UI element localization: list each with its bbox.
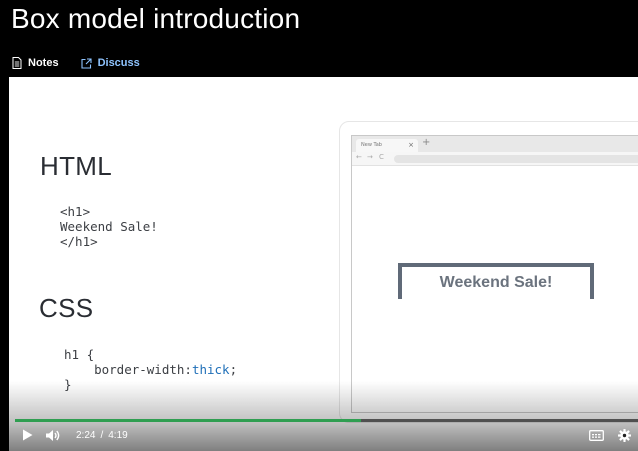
external-link-icon xyxy=(81,57,93,69)
reload-icon: C xyxy=(379,153,384,161)
code-keyword: thick xyxy=(191,362,230,377)
time-display: 2:24 / 4:19 xyxy=(76,424,128,446)
tab-notes-label: Notes xyxy=(28,57,59,69)
tab-discuss-label: Discuss xyxy=(97,57,140,69)
code-line: h1 { xyxy=(64,347,95,362)
address-bar xyxy=(394,155,638,163)
css-heading: CSS xyxy=(39,293,94,323)
html-code: <h1> Weekend Sale! </h1> xyxy=(60,204,158,249)
browser-tab-label: New Tab xyxy=(361,142,382,148)
captions-button[interactable] xyxy=(587,424,605,446)
lesson-tabs: Notes Discuss xyxy=(11,55,162,71)
code-line: <h1> xyxy=(60,204,91,219)
plus-icon: + xyxy=(422,137,431,148)
html-heading: HTML xyxy=(40,151,112,181)
rendered-h1-box: Weekend Sale! xyxy=(398,263,594,299)
volume-button[interactable] xyxy=(43,424,63,446)
current-time: 2:24 xyxy=(76,429,96,441)
time-separator: / xyxy=(100,429,104,441)
browser-tabbar: New Tab × + xyxy=(352,136,638,152)
code-line: border-width: xyxy=(64,362,192,377)
forward-arrow-icon: → xyxy=(367,153,373,161)
rendered-h1-text: Weekend Sale! xyxy=(439,274,553,291)
control-bar: 2:24 / 4:19 xyxy=(9,424,638,446)
progress-bar[interactable] xyxy=(15,419,638,422)
code-line: Weekend Sale! xyxy=(60,219,158,234)
play-icon xyxy=(22,429,33,441)
progress-fill xyxy=(15,419,362,422)
code-line: </h1> xyxy=(60,234,98,249)
captions-icon xyxy=(588,429,604,441)
back-arrow-icon: ← xyxy=(356,153,362,161)
video-player[interactable]: HTML <h1> Weekend Sale! </h1> CSS h1 { b… xyxy=(9,77,638,451)
gear-icon xyxy=(617,428,631,442)
close-icon: × xyxy=(408,141,414,149)
code-punct: ; xyxy=(229,362,238,377)
tab-discuss[interactable]: Discuss xyxy=(81,57,140,69)
duration: 4:19 xyxy=(108,429,128,441)
settings-button[interactable] xyxy=(615,424,633,446)
volume-icon xyxy=(45,429,61,442)
page-title: Box model introduction xyxy=(11,3,301,34)
tab-notes[interactable]: Notes xyxy=(11,57,59,69)
controls-overlay xyxy=(9,381,638,451)
notes-icon xyxy=(11,57,23,69)
browser-tab: New Tab × xyxy=(356,139,418,152)
play-button[interactable] xyxy=(19,424,35,446)
browser-navbar: ← → C xyxy=(352,152,638,166)
